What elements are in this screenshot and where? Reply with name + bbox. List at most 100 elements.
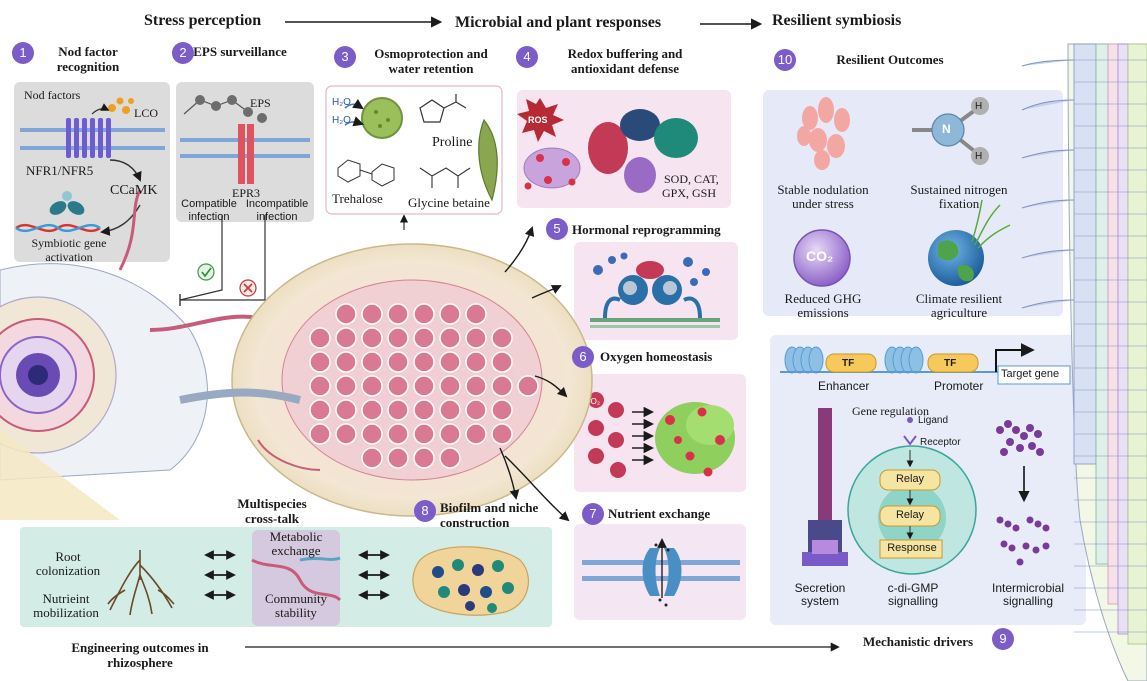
nodule-cell [465, 327, 487, 349]
nodule-cell [361, 303, 383, 325]
label-tf-2: TF [944, 358, 957, 369]
nodulation-icon [797, 97, 850, 170]
label-tf-1: TF [842, 358, 855, 369]
badge-6: 6 [572, 346, 594, 368]
nodule-cell [465, 303, 487, 325]
nodule-cell [491, 423, 513, 445]
check-icon [197, 263, 215, 281]
nodule-cell [439, 447, 461, 469]
label-target-gene: Target gene [1001, 368, 1060, 380]
nodule-cell [465, 399, 487, 421]
trehalose-structure [337, 159, 395, 187]
nitrogen-molecule-icon [912, 97, 989, 165]
hormone-receptor [590, 252, 720, 328]
root-cross-section [0, 263, 208, 520]
exchange-arrows-left [204, 550, 236, 600]
nodule-cell [387, 327, 409, 349]
intermicrobial-icon [996, 420, 1050, 566]
header-mechanistic-drivers: Mechanistic drivers [862, 634, 974, 649]
label-incompatible-infection: Incompatible infection [245, 198, 309, 223]
label-glycine-betaine: Glycine betaine [408, 195, 490, 210]
label-lco: LCO [134, 106, 158, 120]
nodule-cell [361, 375, 383, 397]
header-resilient-symbiosis: Resilient symbiosis [772, 12, 902, 29]
nodule-cell [439, 303, 461, 325]
nodule-cell [309, 351, 331, 373]
label-proline: Proline [432, 135, 473, 150]
glycine-structure [419, 167, 471, 188]
label-trehalose: Trehalose [332, 191, 383, 206]
label-ros: ROS [528, 115, 548, 125]
label-secretion-system: Secretion system [794, 581, 846, 608]
label-gene-regulation: Gene regulation [852, 404, 929, 418]
ros-sparks [524, 154, 576, 190]
label-nfr: NFR1/NFR5 [26, 163, 94, 178]
nodule-cell [439, 399, 461, 421]
label-ccamk: CCaMK [110, 183, 158, 198]
label-symbiotic-gene: Symbiotic gene activation [31, 236, 107, 264]
label-ligand: Ligand [918, 415, 949, 426]
panel-6-title: Oxygen homeostasis [600, 349, 713, 364]
panel-7-bg [574, 524, 746, 620]
nodule-cell [491, 375, 513, 397]
lco-dots [108, 97, 134, 114]
badge-2: 2 [172, 42, 194, 64]
nodule-cell [387, 351, 409, 373]
nodule-cell [413, 399, 435, 421]
badge-4: 4 [516, 46, 538, 68]
nodule-cell [465, 351, 487, 373]
cdigmp-cell-icon [847, 417, 977, 575]
membrane-1 [20, 118, 165, 158]
label-h-bottom: H [975, 151, 983, 162]
nodule-cell [387, 303, 409, 325]
header-engineering-outcomes: Engineering outcomes in rhizosphere [71, 640, 209, 670]
root-tip [1021, 43, 1147, 681]
leaf-icon [478, 118, 498, 202]
metabolic-exchange-box [252, 530, 340, 626]
badge-1: 1 [12, 42, 34, 64]
membrane-2 [180, 124, 310, 184]
nodule-cell [439, 351, 461, 373]
nodule-cell [439, 423, 461, 445]
label-relay-1: Relay [895, 473, 925, 485]
panel-8-title: Biofilm and niche construction [440, 500, 539, 530]
label-h2o-bottom: H₂O [332, 115, 351, 126]
label-relay-2: Relay [895, 509, 925, 521]
ros-burst [517, 98, 564, 142]
panel-7-title: Nutrient exchange [608, 506, 711, 521]
label-promoter: Promoter [934, 379, 984, 393]
nodule-cell [491, 351, 513, 373]
label-compatible-infection: Compatible infection [181, 198, 237, 223]
label-enhancer: Enhancer [818, 379, 870, 393]
badge-9: 9 [992, 628, 1014, 650]
oxygen-radicals [588, 392, 735, 478]
label-cdigmp-signalling: c-di-GMP signalling [887, 581, 939, 608]
panel-3-title: Osmoprotection and water retention [374, 46, 488, 76]
label-h2o-top: H₂O [332, 97, 351, 108]
nodule-cell [361, 423, 383, 445]
nodule-cell [465, 375, 487, 397]
ccamk-protein [49, 191, 85, 215]
nodule-cell [335, 303, 357, 325]
nodule-cell [335, 351, 357, 373]
nodule-cell [361, 447, 383, 469]
nodule-cell [465, 423, 487, 445]
panel-4-title: Redox buffering and antioxidant defense [567, 46, 683, 76]
label-enzymes-line1: SOD, CAT, [664, 172, 719, 186]
nodule-cell [309, 327, 331, 349]
panel-10-title: Resilient Outcomes [836, 52, 944, 67]
label-epr3: EPR3 [232, 186, 261, 200]
nodule-cell [491, 327, 513, 349]
eps-chain [183, 95, 267, 123]
nodule-cell [309, 375, 331, 397]
badge-3: 3 [334, 46, 356, 68]
label-eps: EPS [250, 96, 271, 110]
nodule-cell [439, 327, 461, 349]
panel-5-title: Hormonal reprogramming [572, 222, 721, 237]
dna-helix-1 [15, 223, 101, 233]
co2-icon [793, 229, 851, 287]
nodule-cell [413, 351, 435, 373]
enzyme-purple [624, 157, 656, 193]
label-nitrogen-fixation: Sustained nitrogen fixation [910, 182, 1008, 211]
